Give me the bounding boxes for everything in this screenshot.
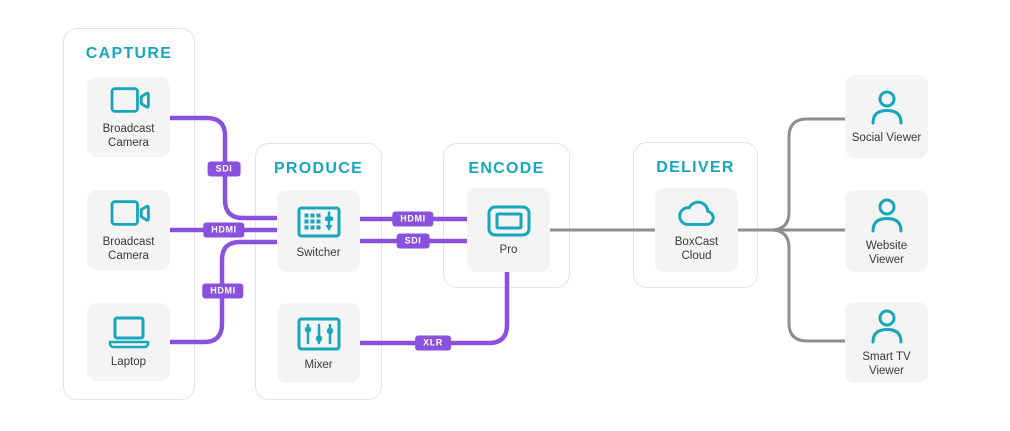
node-switcher: Switcher (277, 190, 360, 272)
node-laptop: Laptop (87, 303, 170, 381)
node-label: Broadcast Camera (102, 122, 155, 149)
node-boxcast-cloud: BoxCast Cloud (655, 188, 738, 272)
node-website-viewer: Website Viewer (845, 190, 928, 272)
node-broadcast-camera-1: Broadcast Camera (87, 77, 170, 157)
hdmi-label-camera2: HDMI (203, 222, 245, 238)
cloud-icon (674, 197, 720, 231)
hdmi-label-laptop: HDMI (202, 283, 244, 299)
node-label: Broadcast Camera (102, 235, 155, 262)
capture-title: CAPTURE (85, 45, 173, 62)
node-label: Mixer (304, 358, 333, 371)
video-camera-icon (106, 84, 152, 118)
node-label: Social Viewer (851, 132, 922, 145)
laptop-icon (105, 315, 153, 351)
switcher-icon (295, 202, 343, 242)
node-label: Laptop (110, 355, 147, 368)
produce-title: PRODUCE (273, 160, 364, 177)
mixer-icon (295, 314, 343, 354)
node-label: Switcher (296, 246, 341, 259)
node-mixer: Mixer (277, 303, 360, 383)
node-label: Pro (499, 243, 518, 256)
encode-title: ENCODE (468, 160, 545, 177)
video-camera-icon (106, 197, 152, 231)
sdi-label-switcher-pro: SDI (396, 233, 430, 249)
sdi-label-camera1: SDI (207, 161, 241, 177)
hdmi-label-switcher-pro: HDMI (392, 211, 434, 227)
node-pro-encoder: Pro (467, 188, 550, 272)
node-label: BoxCast Cloud (674, 235, 719, 262)
person-icon (865, 87, 909, 127)
node-smarttv-viewer: Smart TV Viewer (845, 302, 928, 383)
node-label: Smart TV Viewer (862, 351, 911, 377)
person-icon (865, 195, 909, 235)
node-label: Website Viewer (865, 239, 908, 266)
xlr-label-mixer-pro: XLR (415, 335, 451, 351)
person-icon (865, 306, 909, 346)
node-broadcast-camera-2: Broadcast Camera (87, 190, 170, 270)
deliver-title: DELIVER (656, 159, 735, 176)
node-social-viewer: Social Viewer (845, 75, 928, 158)
encoder-icon (485, 203, 533, 239)
